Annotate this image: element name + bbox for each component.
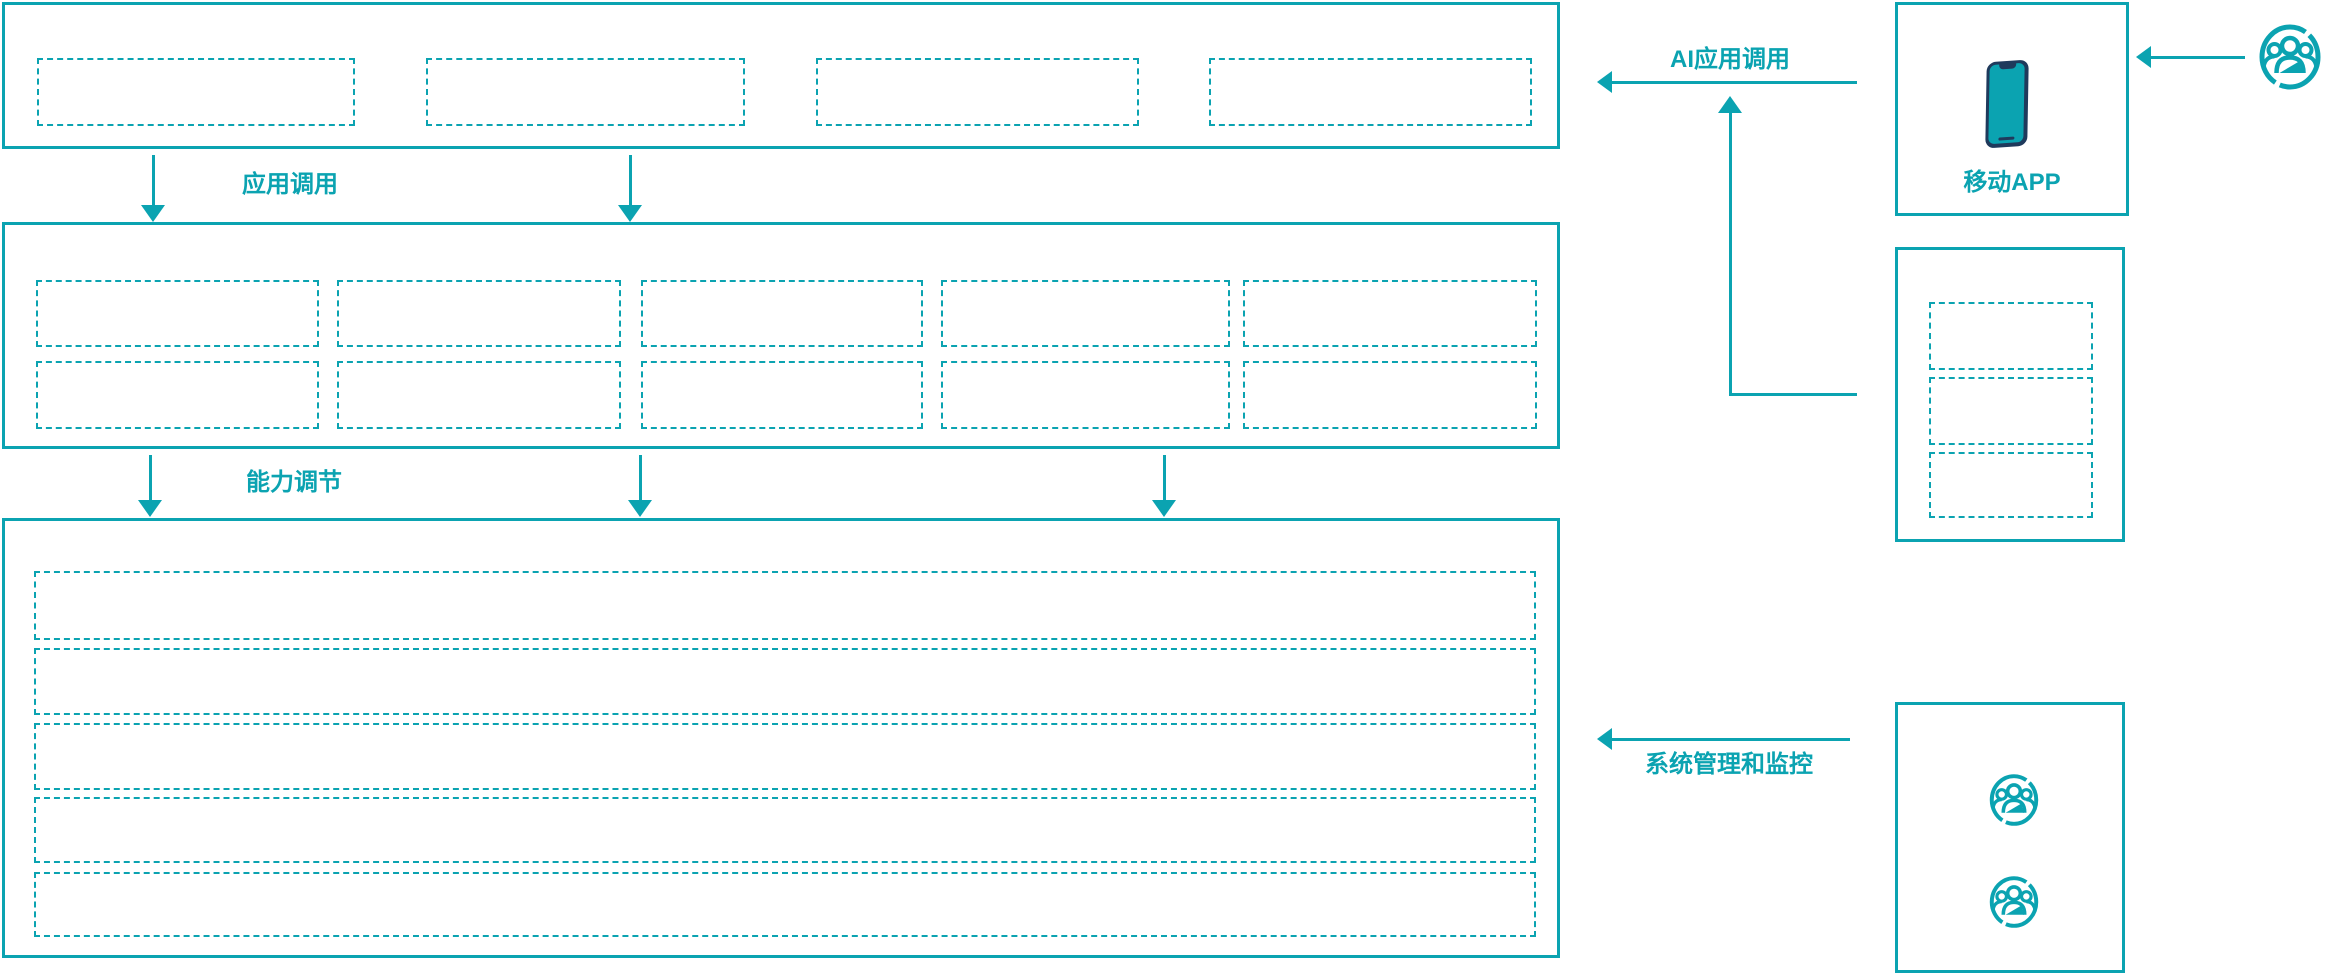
capability-layer-panel: [2, 222, 1560, 449]
down-arrow-line: [629, 155, 632, 205]
down-arrow-head: [628, 500, 652, 517]
dashed-row: [34, 648, 1536, 715]
smartphone-screen: [1988, 62, 2025, 145]
dashed-slot: [337, 280, 621, 347]
ai-app-call-label: AI应用调用: [1670, 46, 1790, 73]
application-layer-panel: [2, 2, 1560, 149]
left-arrow-line: [2150, 56, 2245, 59]
mobile-app-panel: 移动APP: [1895, 2, 2129, 216]
left-arrow-line: [1612, 738, 1850, 741]
dashed-slot: [36, 361, 319, 429]
dashed-slot: [1209, 58, 1532, 126]
left-arrow-head: [2136, 46, 2151, 68]
dashed-slot: [941, 280, 1230, 347]
users-group-icon: [1989, 774, 2039, 826]
down-arrow-head: [618, 205, 642, 222]
down-arrow-head: [141, 205, 165, 222]
mobile-app-label: 移动APP: [1963, 169, 2061, 196]
dashed-row: [34, 723, 1536, 790]
dashed-slot: [1929, 302, 2093, 370]
down-arrow-line: [1163, 455, 1166, 500]
down-arrow-line: [152, 155, 155, 205]
up-arrow-head: [1718, 96, 1742, 113]
dashed-row: [34, 797, 1536, 863]
dashed-slot: [941, 361, 1230, 429]
resource-layer-panel: [2, 518, 1560, 958]
dashed-slot: [1243, 361, 1537, 429]
dashed-slot: [816, 58, 1139, 126]
elbow-horizontal-line: [1729, 393, 1857, 396]
dashed-slot: [1243, 280, 1537, 347]
users-group-icon: [2259, 24, 2321, 90]
down-arrow-line: [149, 455, 152, 500]
system-management-label: 系统管理和监控: [1645, 751, 1813, 778]
middle-right-panel: [1895, 247, 2125, 542]
dashed-slot: [1929, 377, 2093, 445]
elbow-vertical-line: [1729, 113, 1732, 395]
dashed-row: [34, 872, 1536, 937]
down-arrow-line: [639, 455, 642, 500]
capability-adjust-label: 能力调节: [246, 469, 342, 496]
left-arrow-head: [1597, 71, 1612, 93]
users-group-icon: [1989, 876, 2039, 928]
dashed-row: [34, 571, 1536, 640]
down-arrow-head: [138, 500, 162, 517]
admin-users-panel: [1895, 702, 2125, 973]
dashed-slot: [37, 58, 355, 126]
dashed-slot: [337, 361, 621, 429]
smartphone-icon: [1985, 59, 2029, 149]
left-arrow-line: [1612, 81, 1857, 84]
dashed-slot: [1929, 452, 2093, 518]
dashed-slot: [36, 280, 319, 347]
down-arrow-head: [1152, 500, 1176, 517]
app-call-label: 应用调用: [242, 171, 338, 198]
dashed-slot: [641, 280, 923, 347]
dashed-slot: [426, 58, 745, 126]
left-arrow-head: [1597, 728, 1612, 750]
dashed-slot: [641, 361, 923, 429]
